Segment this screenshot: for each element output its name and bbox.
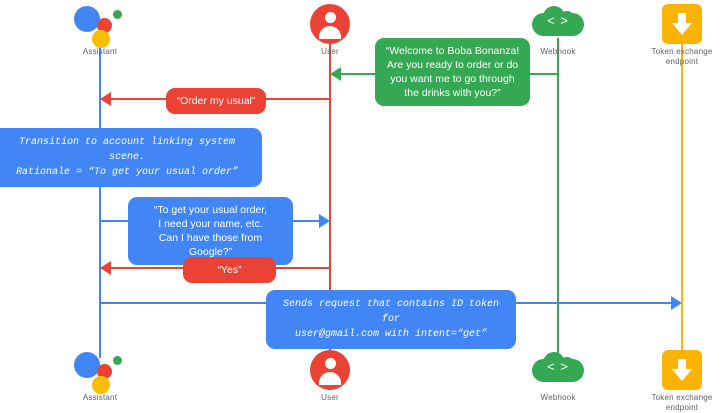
message-bubble-request-name: “To get your usual order, I need your na… bbox=[128, 197, 293, 265]
note-sends-request: Sends request that contains ID token for… bbox=[266, 290, 516, 349]
actor-label-assistant: Assistant bbox=[82, 47, 118, 56]
lifeline-assistant bbox=[99, 38, 101, 358]
actor-user-bottom: User bbox=[275, 350, 385, 403]
lifeline-user bbox=[329, 38, 331, 358]
actor-label-user: User bbox=[321, 47, 339, 56]
lifeline-webhook bbox=[557, 38, 559, 358]
message-bubble-order-my-usual: “Order my usual” bbox=[166, 88, 266, 114]
note-transition-account-linking: Transition to account linking system sce… bbox=[0, 128, 262, 187]
actor-token-endpoint-top: Token exchange endpoint bbox=[627, 4, 725, 67]
user-avatar-icon bbox=[310, 350, 350, 390]
actor-label-user: User bbox=[321, 393, 339, 402]
actor-label-token-endpoint: Token exchange endpoint bbox=[651, 393, 713, 412]
google-assistant-icon bbox=[72, 350, 128, 394]
actor-assistant-top: Assistant bbox=[45, 4, 155, 57]
arrow-head-yes bbox=[100, 261, 111, 275]
arrow-head-order-my-usual bbox=[100, 92, 111, 106]
lifeline-token-endpoint bbox=[681, 38, 683, 358]
actor-label-token-endpoint: Token exchange endpoint bbox=[651, 47, 713, 66]
actor-user-top: User bbox=[275, 4, 385, 57]
arrow-head-welcome bbox=[330, 67, 341, 81]
download-box-icon bbox=[662, 4, 702, 44]
actor-label-webhook: Webhook bbox=[540, 47, 576, 56]
cloud-code-icon: < > bbox=[532, 4, 584, 44]
actor-webhook-bottom: < > Webhook bbox=[503, 350, 613, 403]
message-bubble-welcome: “Welcome to Boba Bonanza! Are you ready … bbox=[375, 38, 530, 106]
message-bubble-yes: “Yes” bbox=[183, 257, 276, 283]
cloud-code-icon: < > bbox=[532, 350, 584, 390]
actor-label-assistant: Assistant bbox=[82, 393, 118, 402]
actor-assistant-bottom: Assistant bbox=[45, 350, 155, 403]
google-assistant-icon bbox=[72, 4, 128, 48]
user-avatar-icon bbox=[310, 4, 350, 44]
actor-label-webhook: Webhook bbox=[540, 393, 576, 402]
actor-webhook-top: < > Webhook bbox=[503, 4, 613, 57]
arrow-head-request-name bbox=[319, 214, 330, 228]
download-box-icon bbox=[662, 350, 702, 390]
actor-token-endpoint-bottom: Token exchange endpoint bbox=[627, 350, 725, 413]
arrow-head-sends-request bbox=[671, 296, 682, 310]
